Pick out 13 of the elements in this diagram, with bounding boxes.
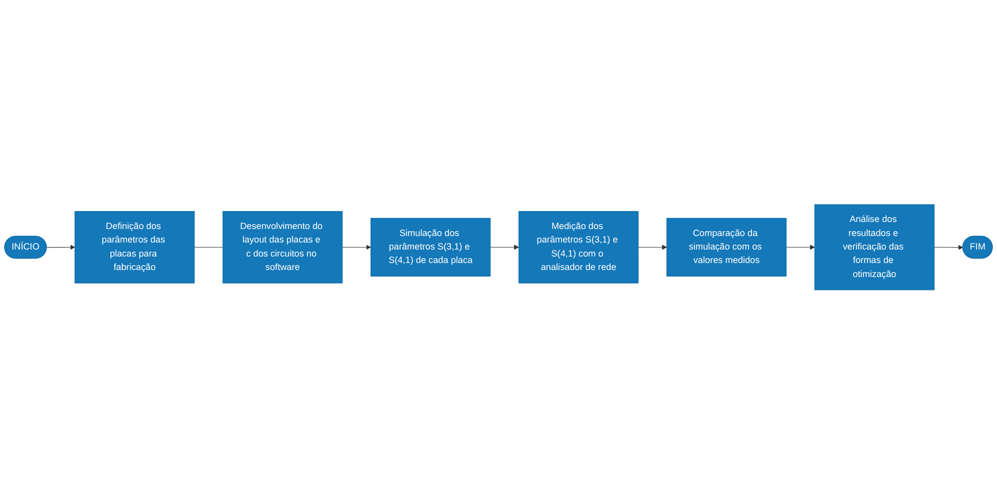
node-box: Medição dos parâmetros S(3,1) e S(4,1) com o analisador de rede — [518, 211, 639, 284]
connector — [194, 247, 224, 248]
node-box: Análise dos resultados e verificação das formas de otimização — [814, 204, 935, 290]
arrow — [786, 245, 815, 250]
arrow — [638, 245, 667, 250]
arrow — [490, 245, 520, 250]
node-box: Definição dos parâmetros das placas para fabricação — [74, 211, 195, 284]
node-box: Desenvolvimento do layout das placas e c dos circuitos no software — [222, 211, 343, 284]
node-box: Comparação da simulação com os valores medidos — [666, 218, 787, 277]
node-box: Simulação dos parâmetros S(3,1) e S(4,1) de cada placa — [370, 218, 491, 277]
arrow — [46, 245, 76, 250]
arrow — [934, 245, 964, 250]
arrow — [342, 245, 372, 250]
